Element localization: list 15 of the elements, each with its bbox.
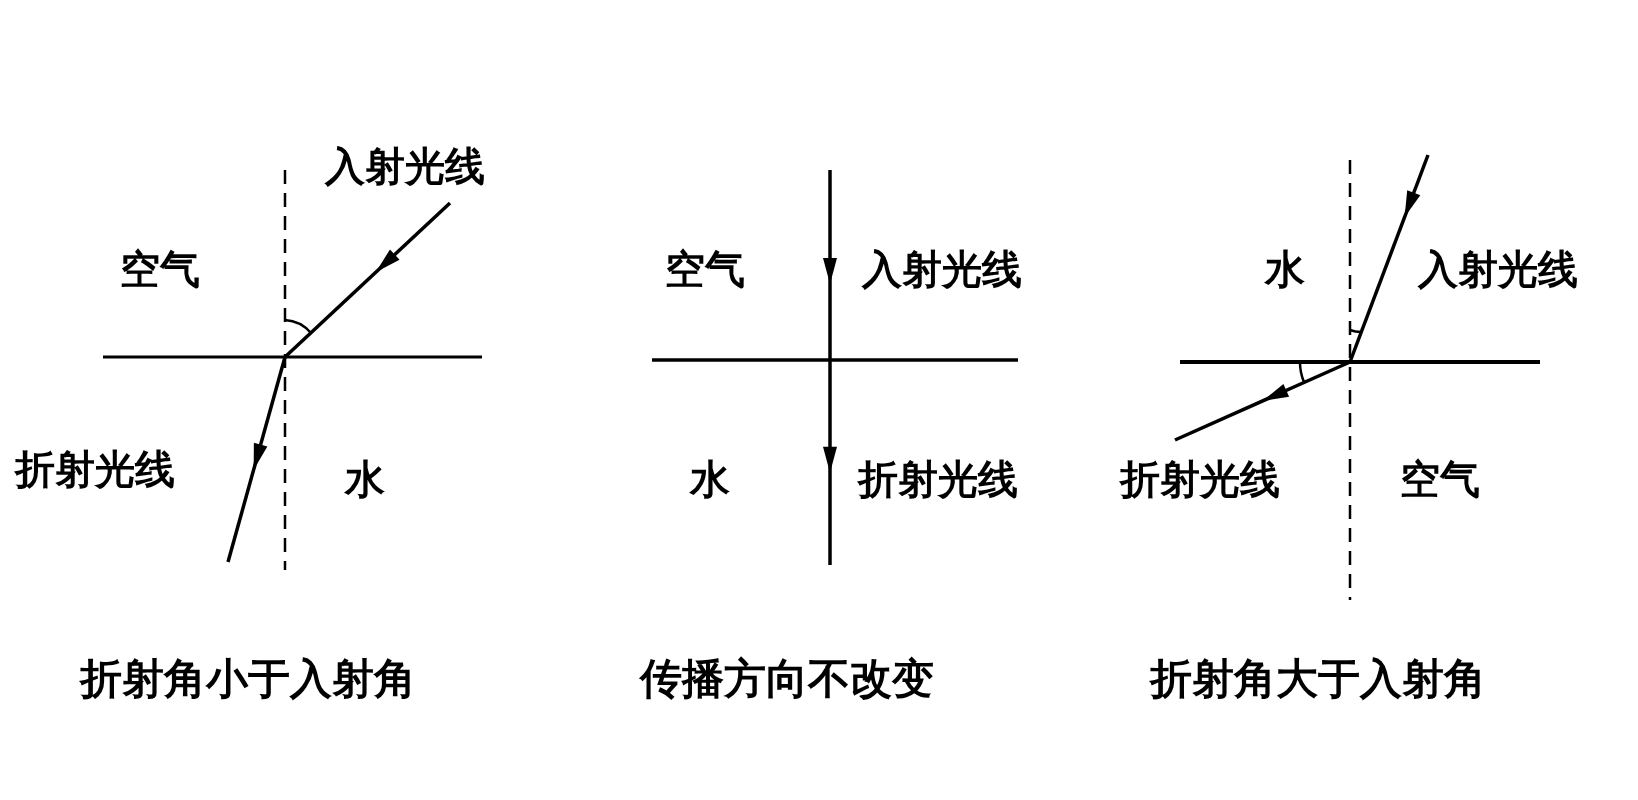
line-label: 折射光线 (1120, 455, 1280, 503)
medium-label: 水 (690, 455, 730, 503)
medium-label: 空气 (120, 245, 200, 293)
line-label: 入射光线 (325, 142, 485, 190)
line-label: 折射光线 (15, 445, 175, 493)
line-label: 入射光线 (862, 245, 1022, 293)
line-label: 折射光线 (858, 455, 1018, 503)
caption: 传播方向不改变 (640, 655, 934, 703)
medium-label: 空气 (665, 245, 745, 293)
medium-label: 水 (1265, 245, 1305, 293)
medium-label: 水 (345, 455, 385, 503)
medium-label: 空气 (1400, 455, 1480, 503)
line-label: 入射光线 (1418, 245, 1578, 293)
caption: 折射角小于入射角 (80, 655, 416, 703)
caption: 折射角大于入射角 (1150, 655, 1486, 703)
